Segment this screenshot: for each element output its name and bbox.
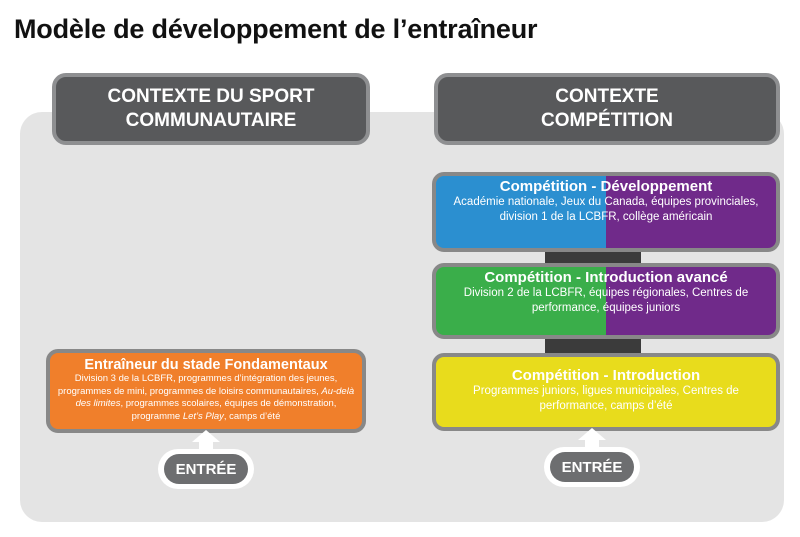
desc-italic: Au-delà des limites xyxy=(75,385,355,410)
arrow-up-icon xyxy=(578,428,606,440)
connector-bottom xyxy=(545,337,641,356)
desc-italic: Let’s Play xyxy=(182,410,224,422)
box-competition-introduction-avance: Compétition - Introduction avancé Divisi… xyxy=(432,263,780,339)
box-competition-introduction: Compétition - Introduction Programmes ju… xyxy=(432,353,780,431)
box-title: Compétition - Développement xyxy=(499,178,713,195)
entry-left-label: ENTRÉE xyxy=(164,454,248,484)
box-description: Division 2 de la LCBFR, équipes régional… xyxy=(463,287,749,314)
header-community-context: CONTEXTE DU SPORT COMMUNAUTAIRE xyxy=(52,73,370,145)
header-competition-context: CONTEXTE COMPÉTITION xyxy=(434,73,780,145)
arrow-stem xyxy=(585,439,599,449)
arrow-up-icon xyxy=(192,430,220,442)
entry-right[interactable]: ENTRÉE xyxy=(544,447,640,487)
box-title: Entraîneur du stade Fondamentaux xyxy=(84,357,328,373)
page-title: Modèle de développement de l’entraîneur xyxy=(14,14,538,44)
box-competition-developpement: Compétition - Développement Académie nat… xyxy=(432,172,780,252)
desc-part: Division 3 de la LCBFR, programmes d’int… xyxy=(57,373,338,397)
header-community-label: CONTEXTE DU SPORT COMMUNAUTAIRE xyxy=(107,86,315,131)
entry-left[interactable]: ENTRÉE xyxy=(158,449,254,489)
box-description: Division 3 de la LCBFR, programmes d’int… xyxy=(50,373,362,423)
box-entraineur-fondamentaux: Entraîneur du stade Fondamentaux Divisio… xyxy=(46,349,366,433)
box-description: Programmes juniors, ligues municipales, … xyxy=(473,385,739,412)
arrow-stem xyxy=(199,441,213,451)
box-title: Compétition - Introduction avancé xyxy=(484,269,728,286)
desc-part: , programmes scolaires, équipes de démon… xyxy=(120,398,337,422)
header-competition-label: CONTEXTE COMPÉTITION xyxy=(541,86,673,131)
connector-top xyxy=(545,250,641,266)
box-description: Académie nationale, Jeux du Canada, équi… xyxy=(453,196,759,223)
box-title: Compétition - Introduction xyxy=(511,367,701,384)
entry-right-label: ENTRÉE xyxy=(550,452,634,482)
desc-part: , camps d’été xyxy=(223,410,281,422)
